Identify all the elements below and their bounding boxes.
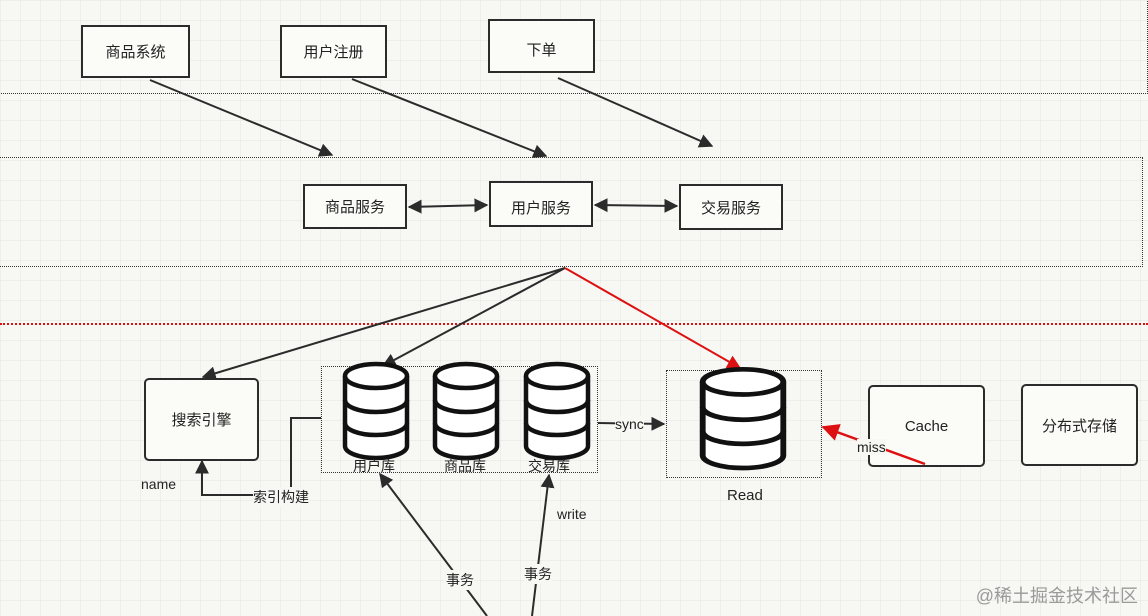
- service-layer-border: [0, 157, 1143, 267]
- distributed-storage-box[interactable]: 分布式存储: [1021, 384, 1138, 466]
- read-db-icon: [703, 369, 784, 468]
- search-engine-label: 搜索引擎: [171, 412, 232, 429]
- cache-label: Cache: [904, 417, 949, 435]
- write-label: write: [557, 506, 587, 522]
- service-label-trade: 交易服务: [700, 199, 761, 217]
- cache-box[interactable]: Cache: [868, 385, 985, 467]
- transaction-label-1: 事务: [446, 570, 474, 590]
- distributed-storage-label: 分布式存储: [1041, 417, 1117, 435]
- service-box-product[interactable]: 商品服务: [303, 184, 407, 229]
- arrow-to-search-engine: [201, 267, 566, 381]
- layer-divider-red: [0, 323, 1148, 325]
- arrow-to-database-group: [381, 267, 566, 367]
- arrow-index-build: [195, 417, 321, 496]
- system-box-order[interactable]: 下单: [488, 19, 595, 73]
- system-box-product[interactable]: 商品系统: [81, 25, 190, 78]
- service-label-product: 商品服务: [324, 199, 385, 216]
- index-build-label: 索引构建: [253, 487, 309, 507]
- user-db-label: 用户库: [353, 458, 395, 474]
- system-label-user-register: 用户注册: [303, 44, 364, 61]
- arrow-transaction-trade-db: [531, 473, 555, 616]
- trade-db-icon: [526, 364, 588, 458]
- service-label-user: 用户服务: [510, 200, 571, 217]
- system-box-user-register[interactable]: 用户注册: [280, 25, 387, 78]
- watermark: @稀土掘金技术社区: [975, 586, 1138, 606]
- user-db-icon: [345, 364, 407, 458]
- arrow-product-user-service: [407, 198, 489, 214]
- trade-db-label: 交易库: [528, 458, 570, 474]
- sync-label: sync: [615, 416, 644, 432]
- arrow-user-register-to-service: [351, 78, 548, 158]
- system-label-order: 下单: [526, 42, 557, 59]
- product-db-icon: [435, 364, 497, 458]
- service-box-user[interactable]: 用户服务: [489, 181, 593, 227]
- name-label: name: [141, 476, 177, 492]
- transaction-label-2: 事务: [524, 564, 552, 584]
- service-box-trade[interactable]: 交易服务: [679, 184, 783, 230]
- arrow-to-read-db: [564, 267, 742, 369]
- system-label-product: 商品系统: [105, 44, 166, 61]
- product-db-label: 商品库: [444, 458, 486, 474]
- arrow-order-to-service: [557, 77, 714, 148]
- arrow-product-system-to-service: [149, 79, 334, 157]
- read-db-label: Read: [727, 487, 763, 504]
- arrow-transaction-user-db: [379, 472, 488, 616]
- search-engine-box[interactable]: 搜索引擎: [144, 378, 259, 461]
- miss-label: miss: [857, 439, 886, 455]
- arrow-user-trade-service: [593, 198, 679, 213]
